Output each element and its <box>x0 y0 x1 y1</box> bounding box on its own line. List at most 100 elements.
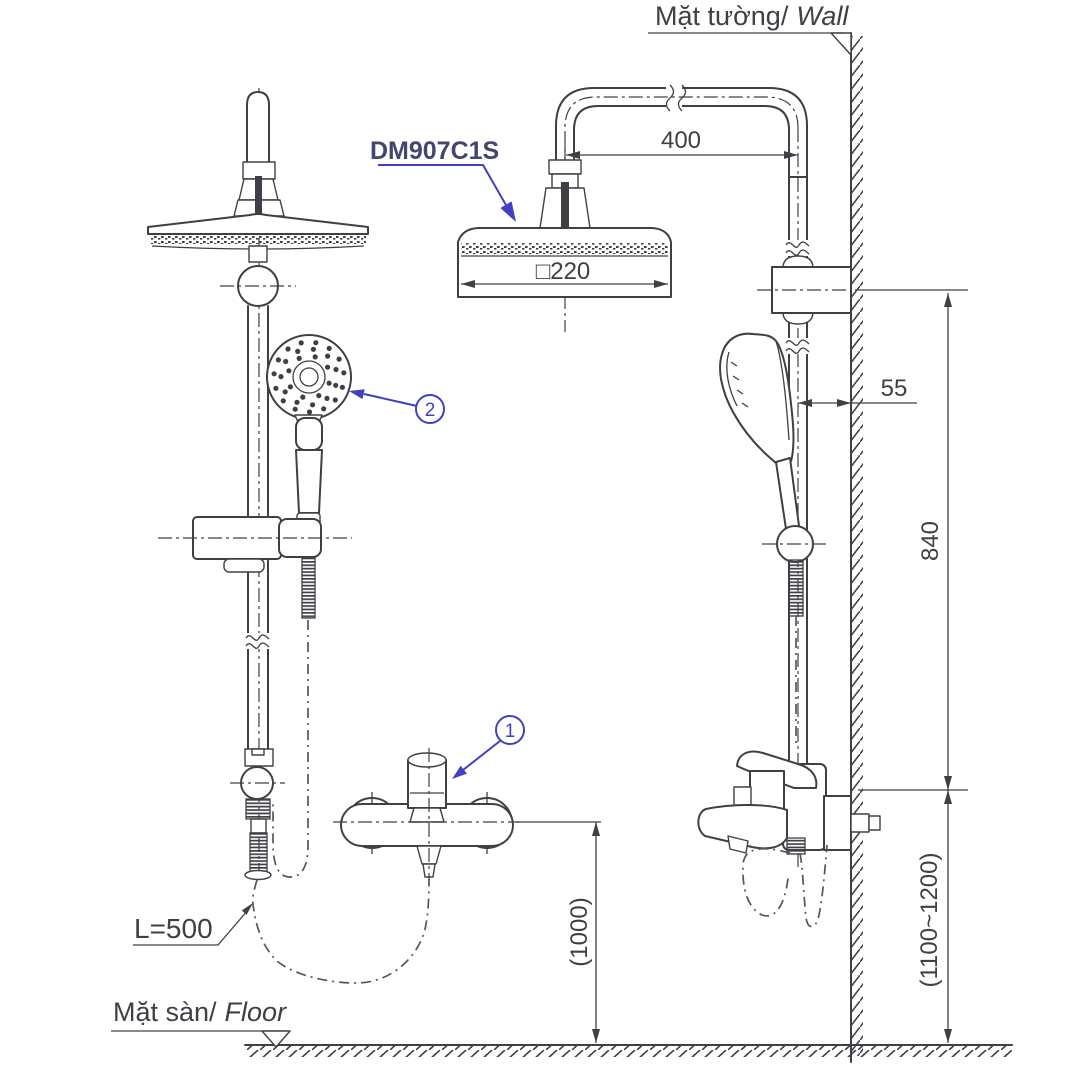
handshower-side-back-line <box>775 340 790 441</box>
rain-head-nozzle-band-front <box>461 243 668 254</box>
tub-spout <box>697 804 788 850</box>
wall-label-vi: Mặt tường/ <box>655 1 789 31</box>
bracket-lock-tab <box>223 558 265 573</box>
mixer-outlet-spring <box>786 837 806 855</box>
left-shower-column <box>147 88 430 984</box>
dimension-1100-1200: (1100~1200) <box>916 790 952 1043</box>
wall-connection-block <box>823 795 852 851</box>
arrowhead <box>566 151 580 159</box>
wall-label: Mặt tường/Wall <box>648 1 852 56</box>
arrowhead <box>784 151 798 159</box>
right-installed-assembly <box>457 84 881 928</box>
mixer-hose-loop-right <box>799 844 828 928</box>
hose-nut-knurl <box>245 798 271 820</box>
handshower-center-ring-outer <box>292 360 326 394</box>
handshower-side-handle <box>775 457 800 530</box>
rain-head-side-plate <box>147 213 369 235</box>
bracket-collar-bottom <box>782 311 814 325</box>
outlet-spring <box>249 832 268 874</box>
mixer-diverter-block <box>749 770 785 810</box>
dimension-840: 840 <box>855 289 968 791</box>
wall-label-en: Wall <box>796 1 849 31</box>
model-callout: DM907C1S <box>370 137 516 222</box>
callout-2-number: 2 <box>425 400 436 421</box>
wall-section <box>850 32 863 1063</box>
model-arrowhead <box>500 201 516 222</box>
handshower-handle <box>295 449 323 514</box>
bracket-collar-top <box>782 255 814 269</box>
dim-1100-1200-value: (1100~1200) <box>916 853 943 988</box>
hose-length-value: L=500 <box>134 913 213 944</box>
callout-2-handshower: 2 <box>349 389 445 424</box>
mixer-side-view <box>697 750 881 928</box>
handshower-side-face-line <box>726 351 738 407</box>
mixer-front-view <box>333 748 520 880</box>
arrowhead <box>592 822 600 836</box>
dim-55-value: 55 <box>881 375 908 402</box>
dimension-400: 400 <box>566 127 798 159</box>
handshower-nozzles <box>271 340 347 415</box>
arm-centerline <box>564 96 799 170</box>
dim-840-value: 840 <box>917 521 944 561</box>
handshower-side-view <box>719 332 800 530</box>
tub-spout-lip <box>727 835 749 854</box>
head-stem <box>248 245 268 263</box>
callout-1-circle <box>495 715 525 745</box>
model-code: DM907C1S <box>370 137 499 165</box>
model-leader-line <box>378 164 511 213</box>
head-adapter-slot <box>561 182 569 228</box>
bottom-union-notch <box>251 748 265 756</box>
arrowhead <box>592 1029 600 1043</box>
pipe-break-squiggle-a <box>245 634 270 641</box>
handshower-spring-right <box>788 559 804 617</box>
floor-label: Mặt sàn/Floor <box>111 997 291 1048</box>
floor-section <box>244 1044 1013 1057</box>
callout-1-arrowhead <box>452 765 467 779</box>
floor-label-text: Mặt sàn/Floor <box>113 997 287 1027</box>
pipe-break-squiggle-b <box>245 642 270 649</box>
handshower-side-head <box>719 332 795 468</box>
arrowhead <box>944 790 952 804</box>
callout-2-arrowhead <box>349 389 365 400</box>
adapter-slot <box>255 176 262 214</box>
dimension-220: □220 <box>461 258 668 288</box>
outlet-flange <box>244 869 272 881</box>
rain-head-nozzle-band <box>150 234 366 244</box>
callout-1-leader <box>462 740 501 771</box>
floor-reference-triangle <box>261 1030 291 1048</box>
handshower-hook-hole <box>295 417 323 451</box>
arrowhead <box>944 776 952 790</box>
dimension-55: 55 <box>798 375 917 407</box>
callout-2-leader <box>363 393 418 407</box>
riser-break-2b <box>785 347 810 354</box>
dim-1000-value: (1000) <box>566 897 593 966</box>
riser-break-1a <box>785 241 810 248</box>
handshower-hose <box>272 620 309 878</box>
floor-label-vi: Mặt sàn/ <box>113 997 217 1027</box>
floor-hatching <box>246 1046 1012 1057</box>
arm-break-squiggle-a <box>665 84 675 112</box>
mixer-hose-loop-left <box>742 847 791 917</box>
hose-tube <box>250 818 267 834</box>
wall-reference-triangle <box>830 32 852 56</box>
arrowhead <box>798 399 812 407</box>
arrowhead <box>944 1029 952 1043</box>
arrowhead <box>461 280 475 288</box>
arrowhead <box>241 903 253 915</box>
dim-220-value: □220 <box>536 258 591 285</box>
wall-hatching <box>852 36 863 1056</box>
head-union-front <box>548 159 582 175</box>
handshower-hose-spring <box>301 554 316 619</box>
mixer-side-button <box>733 786 752 807</box>
riser-break-1b <box>785 249 810 256</box>
callout-1-number: 1 <box>505 721 516 742</box>
hose-length-label: L=500 <box>133 903 253 946</box>
wall-bolt-nut <box>868 815 881 831</box>
riser-break-2a <box>785 339 810 346</box>
callout-1-mixer: 1 <box>452 715 525 779</box>
mixer-knob-top <box>407 752 447 768</box>
handshower-center-ring-inner <box>299 367 319 387</box>
leader-line <box>133 909 249 946</box>
